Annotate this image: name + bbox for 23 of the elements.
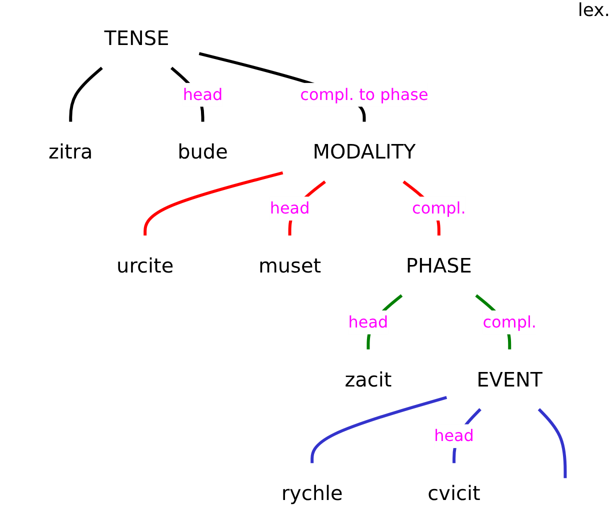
note-text: lex. [578, 0, 610, 21]
node-text: TENSE [104, 26, 170, 50]
node-text: cvicit [428, 481, 481, 506]
edge-label: head [270, 198, 310, 218]
node-text: urcite [116, 254, 174, 278]
node-text: bude [178, 140, 228, 164]
node-text: zitra [48, 140, 93, 164]
tree-branch-line [69, 66, 104, 122]
tree-branch-line [144, 171, 284, 236]
edge-label: compl. to phase [300, 84, 428, 104]
tree-branch-line [310, 396, 448, 464]
node-text: rychle [282, 481, 343, 506]
edge-label: head [182, 84, 223, 104]
node-text: PHASE [406, 254, 472, 278]
node-text: EVENT [476, 367, 543, 392]
edge-label: compl. [412, 198, 466, 218]
tree-branch-line [538, 408, 567, 478]
edge-label: head [434, 426, 474, 446]
node-text: MODALITY [312, 140, 416, 164]
edge-label: compl. [482, 312, 537, 332]
node-text: zacit [344, 367, 392, 392]
node-text: muset [258, 254, 322, 278]
edge-label: head [348, 312, 388, 332]
